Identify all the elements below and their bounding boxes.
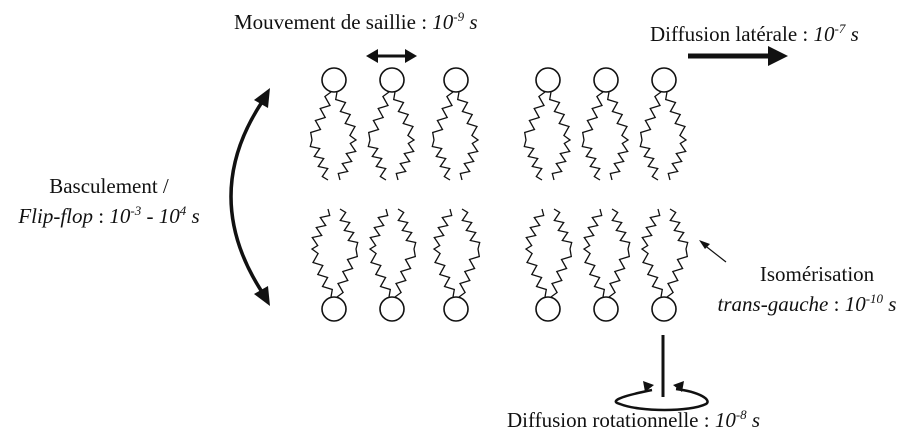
lipid-tail: [432, 208, 456, 298]
lipid-tail: [524, 208, 548, 298]
lipid-molecule: [582, 208, 631, 322]
lipid-tail: [608, 208, 631, 298]
lipid-tail: [548, 91, 572, 181]
lipid-head: [321, 296, 347, 322]
lipid-tail: [392, 91, 416, 181]
lipid-tail: [456, 91, 480, 181]
lipid-tail: [394, 208, 417, 298]
flip-flop-line2: Flip-flop : 10-3 - 104 s: [18, 203, 200, 228]
rotational-diffusion-label: Diffusion rotationnelle : 10-8 s: [507, 407, 761, 432]
lipid-tail: [309, 91, 332, 181]
lipid-tail: [582, 208, 606, 298]
lipid-tail: [640, 208, 664, 298]
lipid-tail: [334, 91, 358, 181]
lipid-molecule: [309, 67, 358, 181]
lipid-tail: [523, 91, 546, 181]
lateral-diffusion-arrow: [688, 46, 788, 66]
lipid-tail: [550, 208, 573, 298]
isomerisation-pointer: [699, 240, 727, 263]
flip-flop-arrow: [229, 88, 270, 306]
lipid-tail: [336, 208, 359, 298]
lipid-molecule: [367, 67, 416, 181]
lipid-molecule: [431, 67, 480, 181]
lipid-head: [379, 296, 405, 322]
lipid-tail: [666, 208, 689, 298]
lipid-tail: [458, 208, 481, 298]
lipid-tail: [367, 91, 390, 181]
lipid-molecule: [432, 208, 481, 322]
lower-lipid-leaflet: [310, 208, 689, 322]
lipid-molecule: [310, 208, 359, 322]
rotational-diffusion-arrow: [614, 335, 709, 412]
lipid-tail: [310, 208, 334, 298]
lipid-tail: [581, 91, 604, 181]
lipid-molecule: [368, 208, 417, 322]
lipid-molecule: [523, 67, 572, 181]
lipid-head: [535, 296, 561, 322]
lipid-tail: [664, 91, 688, 181]
lipid-head: [593, 296, 619, 322]
flip-flop-label: Basculement / Flip-flop : 10-3 - 104 s: [14, 174, 204, 228]
flip-flop-line1: Basculement /: [49, 174, 169, 198]
lipid-head: [651, 67, 677, 93]
lipid-head: [379, 67, 405, 93]
lipid-tail: [606, 91, 630, 181]
upper-lipid-leaflet: [309, 67, 688, 181]
lipid-molecule: [640, 208, 689, 322]
lipid-molecule: [639, 67, 688, 181]
lipid-head: [321, 67, 347, 93]
lipid-tail: [368, 208, 392, 298]
isomerisation-line1: Isomérisation: [759, 262, 875, 286]
isomerisation-line2: trans-gauche : 10-10 s: [717, 291, 897, 316]
protrusion-arrow: [366, 49, 417, 63]
lipid-head: [535, 67, 561, 93]
protrusion-label: Mouvement de saillie : 10-9 s: [234, 9, 478, 34]
isomerisation-label: Isomérisation trans-gauche : 10-10 s: [712, 262, 902, 316]
lipid-head: [593, 67, 619, 93]
lipid-tail: [639, 91, 662, 181]
lipid-head: [443, 296, 469, 322]
lipid-head: [651, 296, 677, 322]
lipid-molecule: [581, 67, 630, 181]
lipid-tail: [431, 91, 454, 181]
lipid-head: [443, 67, 469, 93]
lateral-diffusion-label: Diffusion latérale : 10-7 s: [650, 21, 859, 46]
lipid-molecule: [524, 208, 573, 322]
